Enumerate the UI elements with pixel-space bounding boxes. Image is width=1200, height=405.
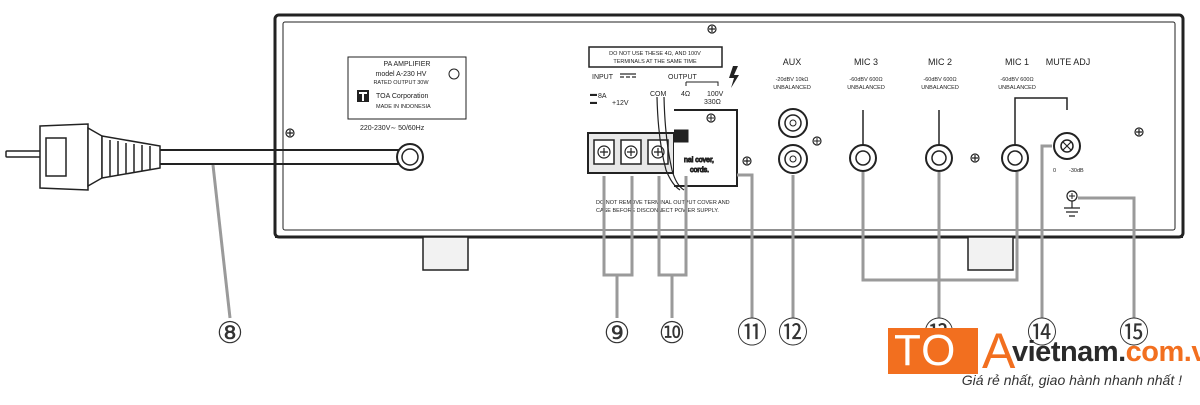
toa-logo-icon [357, 90, 369, 102]
mic1-label: MIC 1 [1005, 57, 1029, 67]
logo-domain-part-1: vietnam. [1012, 336, 1126, 368]
speaker-terminal-block [587, 132, 675, 174]
cover-text-1: nal cover, [684, 157, 714, 164]
high-voltage-icon [729, 66, 739, 88]
mic3-label: MIC 3 [854, 57, 878, 67]
aux-spec-1: -20dBV 10kΩ [776, 77, 809, 83]
mute-adj-knob-icon [1053, 132, 1081, 160]
callout-10: ⑩ [659, 317, 686, 350]
callout-11: ⑪ [737, 317, 767, 350]
power-plug-icon [5, 123, 161, 191]
dc-symbol-icon [620, 73, 636, 78]
mic3-jack-icon [849, 144, 877, 172]
input-label: INPUT [592, 74, 614, 81]
mic2-jack-icon [925, 144, 953, 172]
callout-12: ⑫ [778, 317, 808, 350]
mic3-spec-1: -60dBV 600Ω [849, 77, 882, 83]
plate-model: model A-230 HV [376, 71, 427, 78]
certification-icon [448, 68, 460, 80]
toa-watermark-logo: TO [888, 328, 978, 374]
logo-domain: vietnam.com.vn [1012, 336, 1200, 368]
rating-label-plate: PA AMPLIFIER model A-230 HV RATED OUTPUT… [347, 56, 467, 120]
ground-terminal-icon [1064, 190, 1080, 217]
logo-domain-part-2: com.vn [1125, 336, 1200, 368]
warning-line-2: TERMINALS AT THE SAME TIME [613, 59, 697, 65]
svg-text:▬: ▬ [590, 99, 597, 106]
callout-leader-lines [211, 144, 1136, 319]
ohm330-label: 330Ω [704, 99, 721, 106]
output-label: OUTPUT [668, 74, 698, 81]
screw-icon [285, 24, 1144, 166]
plate-brand: TOA Corporation [376, 93, 429, 100]
mic3-spec-2: UNBALANCED [847, 85, 885, 91]
dc-plus-label: +12V [612, 100, 629, 107]
plate-rated: RATED OUTPUT 30W [373, 80, 429, 86]
callout-numbers: ⑧ ⑨ ⑩ ⑪ ⑫ ⑬ ⑭ ⑮ [217, 317, 1149, 350]
cover-text-2: cords. [690, 167, 709, 174]
terminal-note-1: DO NOT REMOVE TERMINAL OUTPUT COVER AND [596, 200, 730, 206]
warning-line-1: DO NOT USE THESE 4Ω, AND 100V [609, 51, 701, 57]
ohm4-label: 4Ω [681, 91, 690, 98]
mic2-spec-2: UNBALANCED [921, 85, 959, 91]
chassis [273, 13, 1185, 239]
mic2-label: MIC 2 [928, 57, 952, 67]
plate-title: PA AMPLIFIER [384, 61, 431, 68]
mic1-spec-2: UNBALANCED [998, 85, 1036, 91]
logo-a-letter: A [982, 323, 1016, 379]
callout-9: ⑨ [604, 317, 631, 350]
mic2-spec-1: -60dBV 600Ω [923, 77, 956, 83]
dc-minus-label: 8A [598, 93, 607, 100]
chassis-feet [422, 236, 1014, 271]
mic1-jack-icon [1001, 144, 1029, 172]
svg-text:▬: ▬ [590, 91, 597, 98]
plate-made-in: MADE IN INDONESIA [376, 104, 431, 110]
callout-8: ⑧ [217, 317, 244, 350]
logo-to-text: TO [894, 326, 957, 375]
callout-14: ⑭ [1027, 317, 1057, 350]
callout-15: ⑮ [1119, 317, 1149, 350]
mute-max-label: -30dB [1069, 168, 1084, 174]
power-rating: 220-230V∼ 50/60Hz [360, 125, 425, 132]
cable-icon [656, 96, 681, 191]
mute-min-label: 0 [1053, 168, 1056, 174]
mic1-spec-1: -60dBV 600Ω [1000, 77, 1033, 83]
terminal-cover: nal cover, cords. [674, 109, 738, 187]
aux-spec-2: UNBALANCED [773, 85, 811, 91]
power-cord [160, 143, 424, 171]
aux-label: AUX [783, 57, 802, 67]
watermark-slogan: Giá rẻ nhất, giao hành nhanh nhất ! [961, 372, 1182, 388]
warning-box: DO NOT USE THESE 4Ω, AND 100V TERMINALS … [588, 46, 723, 68]
v100-label: 100V [707, 91, 724, 98]
com-label: COM [650, 91, 667, 98]
mute-adj-label: MUTE ADJ [1046, 57, 1091, 67]
aux-rca-jack-icon [778, 108, 822, 174]
